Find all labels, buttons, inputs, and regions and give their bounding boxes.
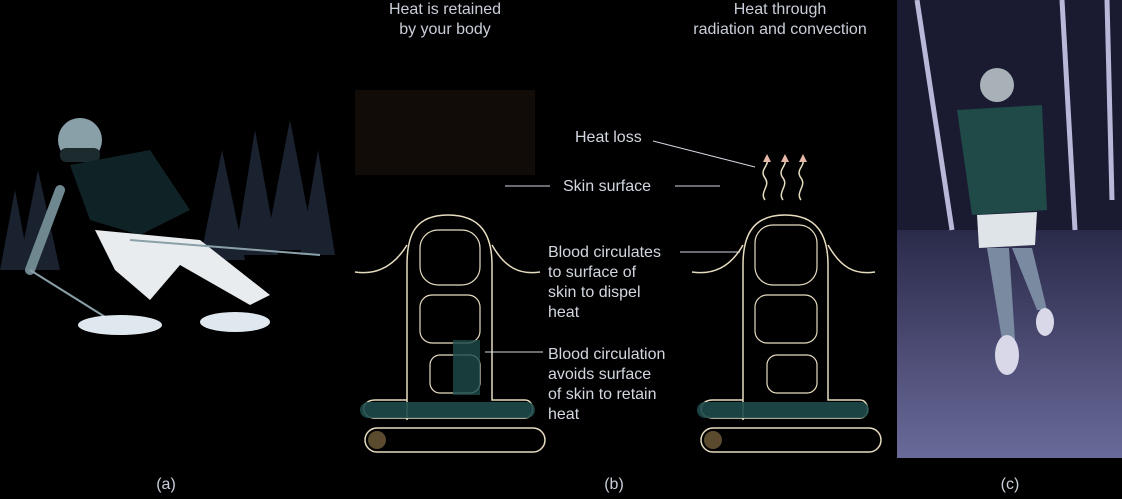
skis [78,312,270,335]
skier-figure [25,118,321,321]
thermoregulation-diagram: Heat is retained by your body Heat throu… [335,0,897,494]
title-left-line1: Heat is retained [388,1,502,18]
caption-b-text: (b) [604,476,624,493]
caption-a-text: (a) [156,476,176,493]
title-right-line2: radiation and convection [693,21,867,38]
title-left-line2: by your body [399,21,491,38]
title-heat-retained: Heat is retained by your body [355,0,535,40]
title-heat-radiation: Heat through radiation and convection [665,0,895,40]
arrowheads [763,154,807,162]
label-heat-loss: Heat loss [575,129,642,146]
label-blood-dispel: Blood circulates to surface of skin to d… [548,244,661,321]
tree-trunks [914,0,1115,231]
runner-photo [897,0,1122,458]
caption-c: (c) [1000,476,1020,493]
title-right-line1: Heat through [733,1,827,18]
vessel-retain [354,214,546,453]
skier-photo [0,0,335,460]
vessel-dispel [691,214,882,453]
forest-trees [0,120,335,270]
label-blood-retain: Blood circulation avoids surface of skin… [548,346,666,423]
label-skin-surface: Skin surface [563,178,652,195]
leader-lines [485,140,756,353]
runner-figure [957,68,1054,375]
heat-wave-arrows [762,159,804,201]
image-artifact [355,90,535,175]
